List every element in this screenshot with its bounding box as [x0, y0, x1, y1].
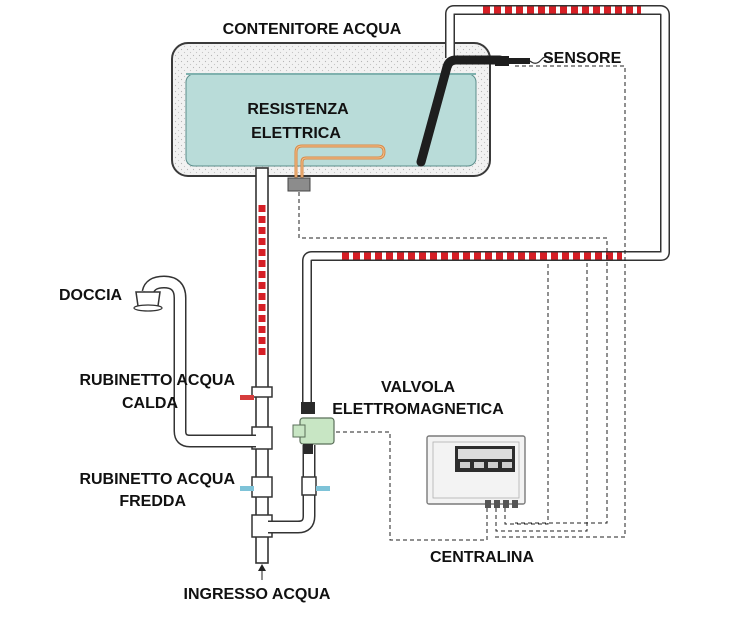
- water-tank: [171, 42, 491, 177]
- label-heater-line1: RESISTENZA: [247, 101, 349, 118]
- hot-return-pipe: [302, 5, 670, 402]
- label-cold-tap-line1: RUBINETTO ACQUA: [79, 471, 235, 488]
- main-pipe: [251, 167, 273, 564]
- valve-side-tap-handle: [316, 486, 330, 491]
- label-water-tank: CONTENITORE ACQUA: [223, 21, 402, 38]
- inlet-arrow-icon: [258, 564, 266, 580]
- wiring: [298, 65, 626, 541]
- hot-water-tap-handle: [240, 395, 254, 400]
- label-shower: DOCCIA: [59, 287, 123, 304]
- label-valve-line1: VALVOLA: [381, 379, 456, 396]
- cold-water-tap-handle: [240, 486, 254, 491]
- controller-unit: [426, 435, 526, 508]
- label-hot-tap-line2: CALDA: [122, 395, 178, 412]
- label-water-inlet: INGRESSO ACQUA: [184, 586, 331, 603]
- label-cold-tap-line2: FREDDA: [119, 493, 186, 510]
- heater-connector: [287, 177, 311, 192]
- shower-head-icon: [133, 291, 163, 312]
- heating-resistance: [287, 144, 386, 192]
- label-heater-line2: ELETTRICA: [251, 125, 341, 142]
- label-valve-line2: ELETTROMAGNETICA: [332, 401, 504, 418]
- electromagnetic-valve: [292, 402, 335, 454]
- label-controller: CENTRALINA: [430, 549, 534, 566]
- shower-pipe: [141, 275, 256, 448]
- label-hot-tap-line1: RUBINETTO ACQUA: [79, 372, 235, 389]
- label-sensor: SENSORE: [543, 50, 622, 67]
- valve-branch-pipe: [268, 445, 317, 534]
- sensor-probe: [416, 55, 551, 167]
